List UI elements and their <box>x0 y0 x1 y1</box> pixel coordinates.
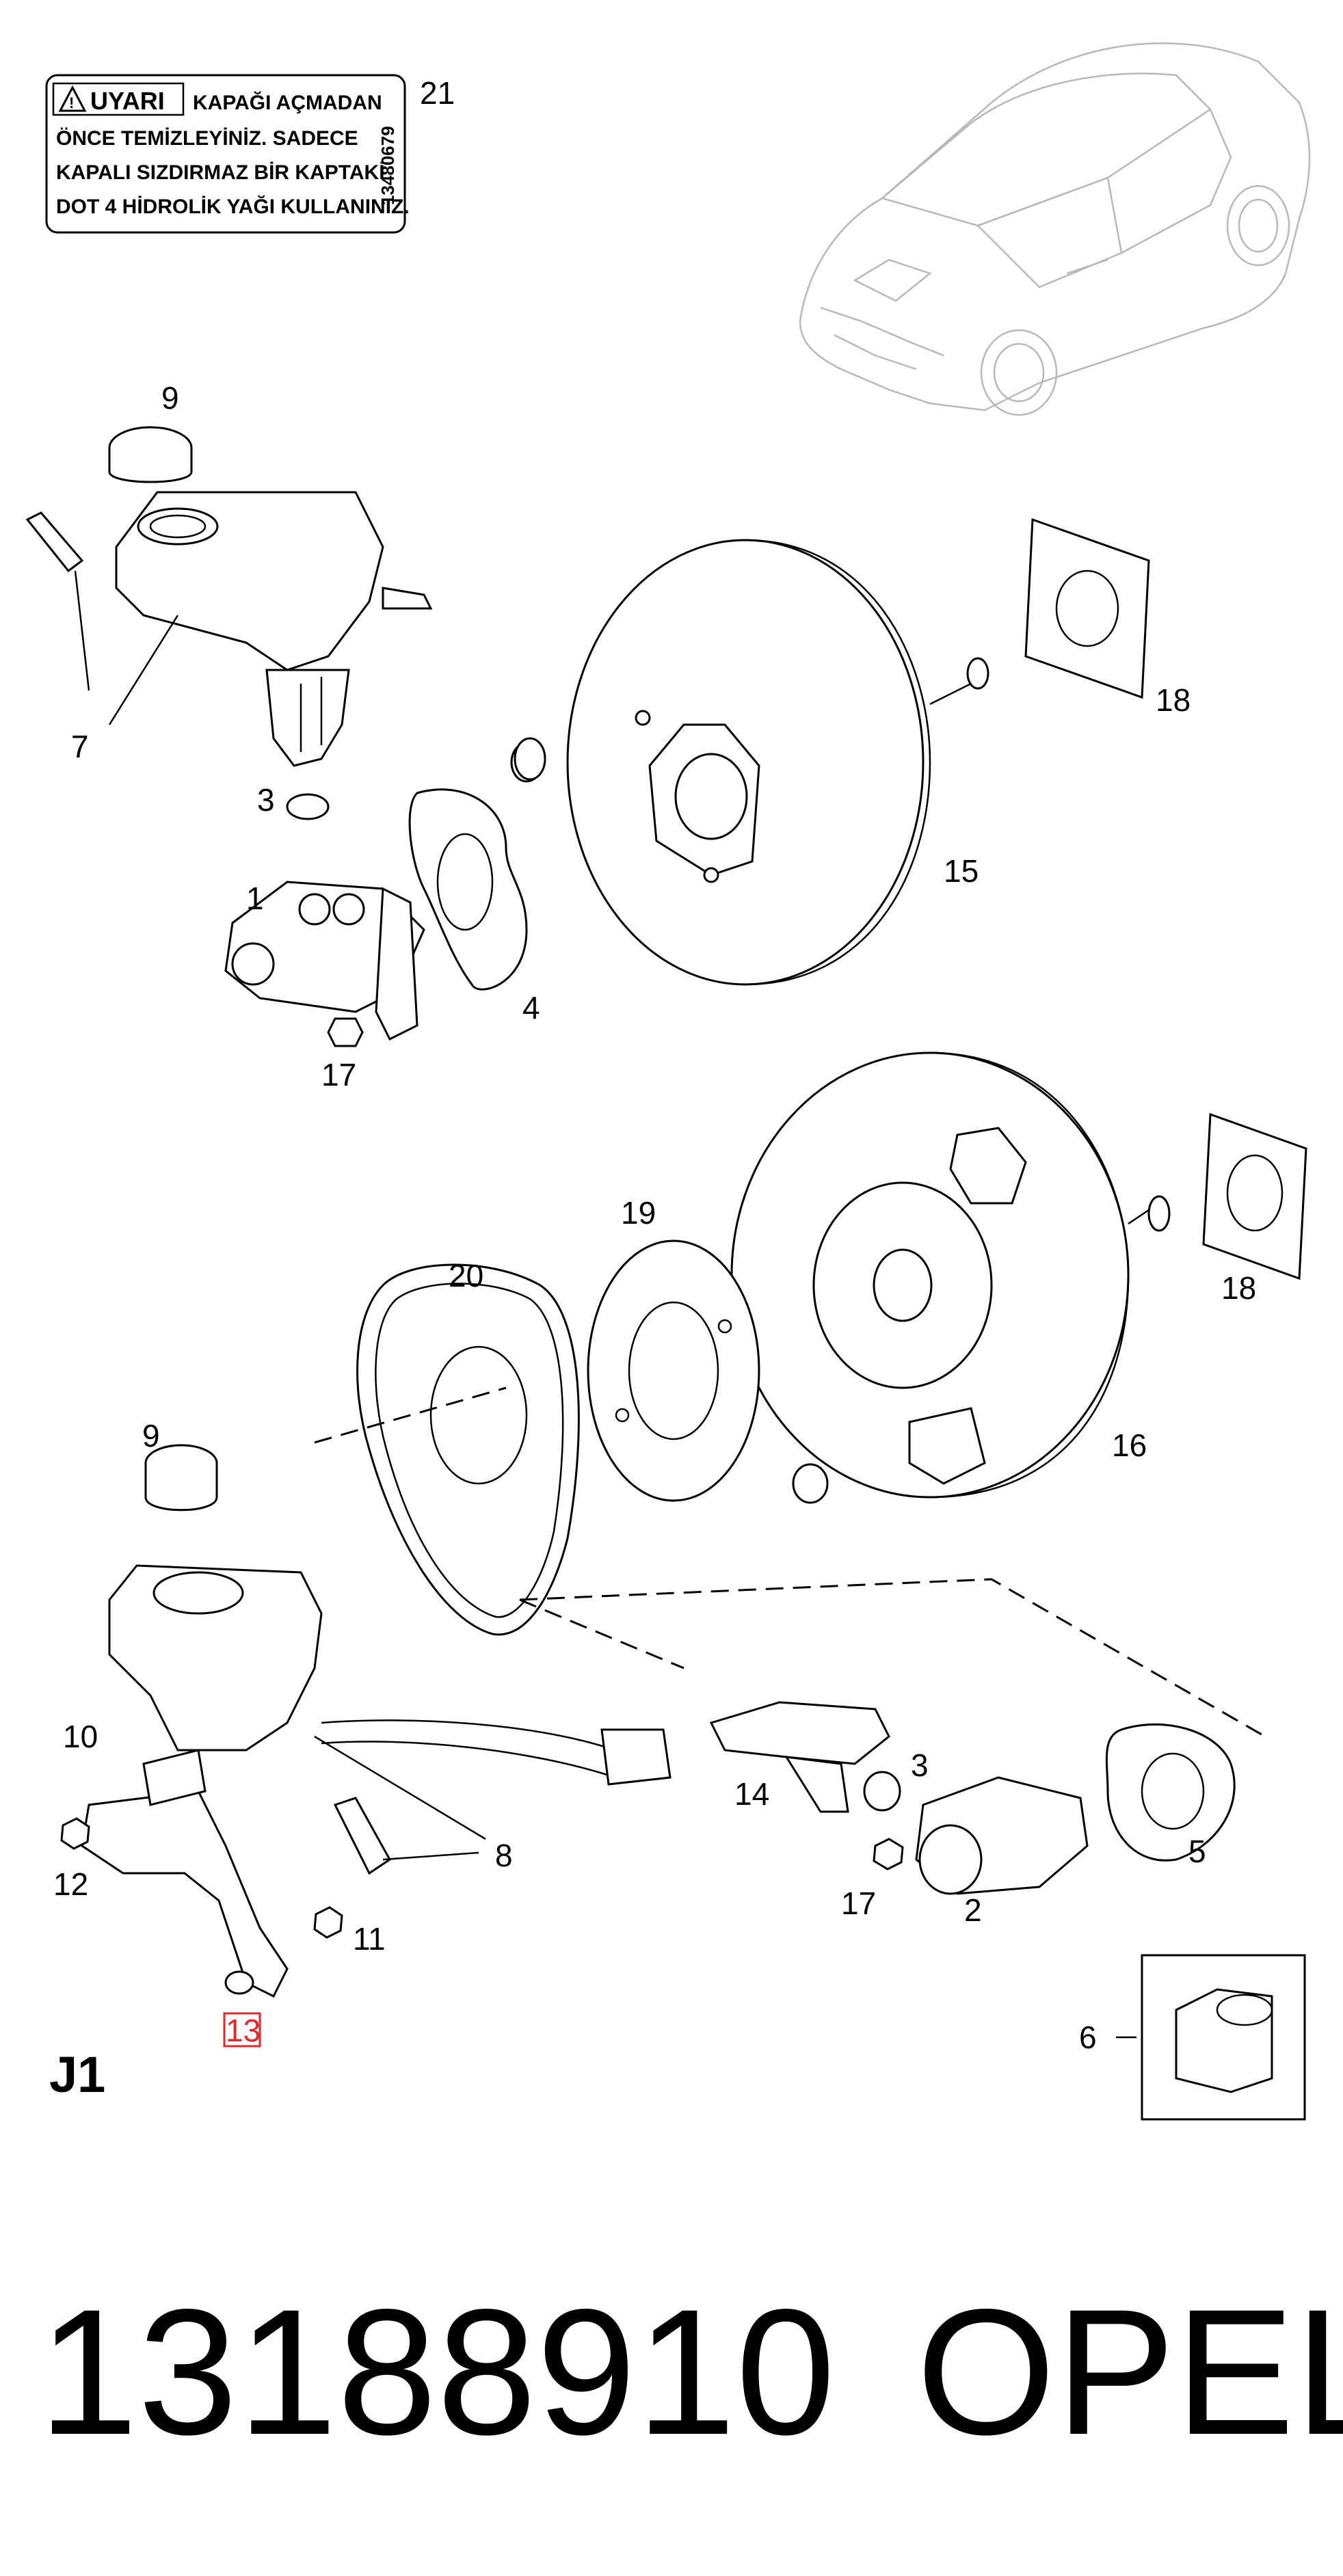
callout-18-upper: 18 <box>1156 682 1191 718</box>
callout-numbers: 21 9 7 3 1 17 4 15 18 19 20 18 16 9 10 1… <box>53 75 1256 2055</box>
warning-triangle-icon: ! <box>52 82 185 116</box>
callout-12: 12 <box>53 1866 88 1902</box>
lower-reservoir <box>60 1444 672 1998</box>
callout-1: 1 <box>246 881 264 916</box>
callout-8: 8 <box>495 1838 513 1873</box>
callout-10: 10 <box>63 1719 98 1754</box>
callout-16: 16 <box>1112 1427 1147 1463</box>
callout-14: 14 <box>734 1776 769 1812</box>
callout-6: 6 <box>1079 2020 1097 2055</box>
callout-19: 19 <box>621 1195 656 1231</box>
warning-line-4: DOT 4 HİDROLİK YAĞI KULLANINIZ. <box>56 195 410 218</box>
callout-3-lower: 3 <box>911 1747 929 1783</box>
gasket-20 <box>356 1263 580 1636</box>
callout-21: 21 <box>420 75 455 111</box>
seals <box>514 737 829 1504</box>
warning-line-2: ÖNCE TEMİZLEYİNİZ. SADECE <box>56 127 358 150</box>
callout-18-lower: 18 <box>1221 1270 1256 1306</box>
warning-code: 13480679 <box>377 126 398 205</box>
warning-label: ! UYARI KAPAĞI AÇMADAN ÖNCE TEMİZLEYİNİZ… <box>45 74 410 234</box>
warning-heading: UYARI <box>90 87 165 115</box>
brake-booster-15 <box>566 539 989 986</box>
master-cylinder-upper <box>224 742 543 1047</box>
callout-17-lower: 17 <box>841 1886 876 1921</box>
callout-20: 20 <box>449 1258 483 1293</box>
part-number: 13188910 <box>38 2272 836 2472</box>
highlight-box <box>223 2012 261 2048</box>
svg-text:!: ! <box>69 94 74 111</box>
callout-5: 5 <box>1188 1834 1206 1869</box>
gasket-18-lower <box>1202 1112 1307 1280</box>
callout-3-upper: 3 <box>257 782 275 818</box>
callout-17-upper: 17 <box>321 1057 356 1092</box>
plate-19 <box>587 1239 760 1502</box>
vehicle-outline <box>799 42 1311 416</box>
callout-11: 11 <box>353 1921 386 1957</box>
callout-4: 4 <box>522 990 540 1025</box>
warning-line-3: KAPALI SIZDIRMAZ BİR KAPTAKİ <box>56 161 385 184</box>
callout-9-lower: 9 <box>142 1418 160 1453</box>
bushing-6-box <box>1116 1954 1306 2121</box>
warning-line-1: KAPAĞI AÇMADAN <box>193 91 382 114</box>
section-label: J1 <box>49 2046 105 2103</box>
callout-13[interactable]: 13 <box>226 2013 261 2048</box>
brake-booster-16 <box>730 1051 1171 1499</box>
callout-9-upper: 9 <box>161 380 179 416</box>
callout-7: 7 <box>71 729 89 764</box>
upper-reservoir <box>25 426 433 767</box>
callout-2: 2 <box>964 1892 982 1928</box>
gasket-18-upper <box>1024 518 1150 699</box>
callout-15: 15 <box>944 853 979 889</box>
brand-name: OPEL <box>916 2272 1343 2472</box>
assembly-lines <box>314 1386 1266 1738</box>
master-cylinder-lower <box>709 1701 1236 1895</box>
